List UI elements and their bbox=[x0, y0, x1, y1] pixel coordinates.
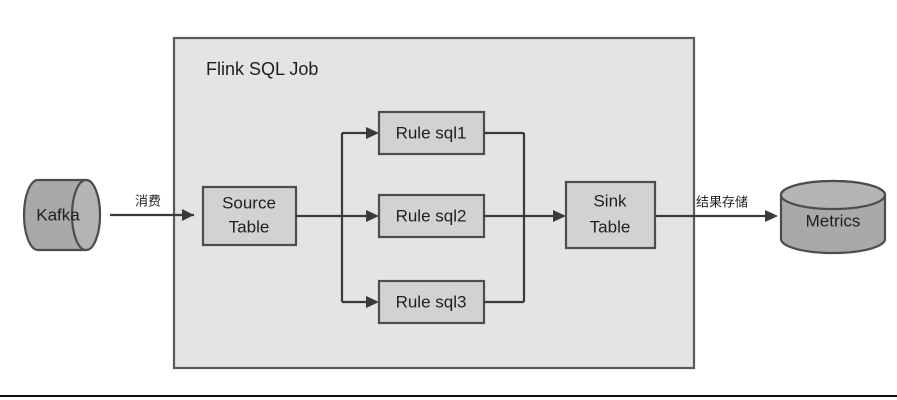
metrics-label: Metrics bbox=[806, 211, 861, 230]
kafka-node: Kafka bbox=[22, 178, 102, 252]
rule-sql3-node: Rule sql3 bbox=[377, 279, 486, 325]
rule-sql2-node: Rule sql2 bbox=[377, 193, 486, 239]
edge-source-to-rule1-arrowhead bbox=[366, 127, 379, 139]
edge-kafka-to-source-table: 消费 bbox=[110, 193, 194, 221]
flink-sql-job-label: Flink SQL Job bbox=[206, 59, 318, 79]
edge-source-to-rules bbox=[296, 127, 379, 308]
edge-source-to-rule2-arrowhead bbox=[366, 210, 379, 222]
kafka-label: Kafka bbox=[36, 205, 80, 224]
edge-kafka-to-source-arrowhead bbox=[182, 209, 194, 221]
metrics-node: Metrics bbox=[779, 179, 887, 255]
edge-sink-table-to-metrics: 结果存储 bbox=[655, 194, 778, 222]
rule-sql1-box bbox=[377, 110, 486, 156]
source-table-label-line2: Table bbox=[229, 217, 270, 236]
edge-sink-to-metrics-label: 结果存储 bbox=[696, 194, 748, 209]
edge-rules-to-sink-table bbox=[484, 131, 566, 304]
metrics-cylinder-cap bbox=[779, 179, 887, 211]
rule-sql3-box bbox=[377, 279, 486, 325]
edge-sink-to-metrics-arrowhead bbox=[765, 210, 778, 222]
source-table-node: Source Table bbox=[201, 185, 298, 247]
sink-table-label-line1: Sink bbox=[593, 191, 627, 210]
kafka-cylinder-cap bbox=[70, 178, 102, 252]
source-table-box bbox=[201, 185, 298, 247]
rule-sql2-box bbox=[377, 193, 486, 239]
rule-sql1-label: Rule sql1 bbox=[396, 123, 467, 142]
source-table-label-line1: Source bbox=[222, 193, 276, 212]
sink-table-box bbox=[564, 180, 657, 250]
sink-table-label-line2: Table bbox=[590, 217, 631, 236]
sink-table-node: Sink Table bbox=[564, 180, 657, 250]
rule-sql2-label: Rule sql2 bbox=[396, 206, 467, 225]
edge-source-to-rule3-arrowhead bbox=[366, 296, 379, 308]
edge-merge-to-sink-arrowhead bbox=[553, 210, 566, 222]
rule-sql1-node: Rule sql1 bbox=[377, 110, 486, 156]
rule-sql3-label: Rule sql3 bbox=[396, 292, 467, 311]
edge-kafka-to-source-label: 消费 bbox=[135, 193, 161, 208]
